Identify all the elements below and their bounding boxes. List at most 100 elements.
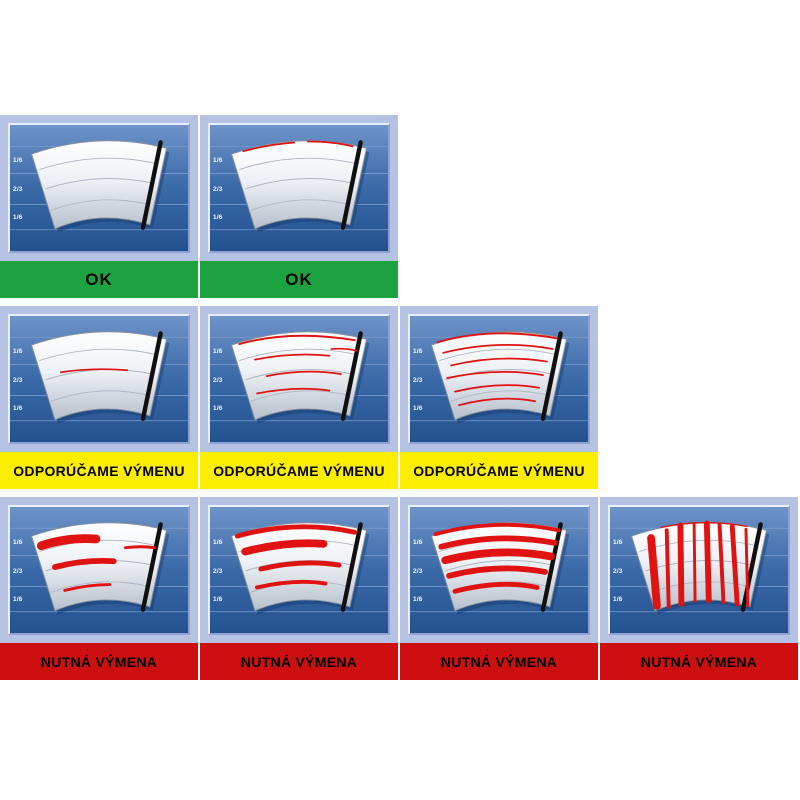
windshield-panel: 1/6 2/3 1/6: [408, 314, 590, 444]
fraction-label: 1/6: [213, 539, 223, 546]
wiper-blade: [540, 331, 563, 421]
status-label-required: NUTNÁ VÝMENA: [0, 643, 198, 680]
status-label-text: ODPORÚČAME VÝMENU: [213, 462, 385, 479]
windshield-svg: 1/62/31/6: [10, 507, 188, 633]
wear-streak: [256, 387, 331, 395]
wipe-trace-arc: [245, 369, 353, 381]
wear-streak: [664, 528, 671, 609]
wear-streak: [446, 565, 548, 579]
fraction-label: 1/6: [13, 348, 23, 355]
fraction-label: 1/6: [13, 157, 23, 164]
wear-streak: [238, 334, 356, 346]
row-required: 1/6 2/3 1/6 NUTNÁ VÝMENA 1/6 2/3 1/6 NUTNÁ V…: [0, 497, 800, 680]
fraction-label: 2/3: [213, 186, 223, 193]
windshield-svg: 1/6 2/3 1/6: [410, 316, 588, 442]
wear-streak: [454, 384, 540, 393]
fraction-label: 1/6: [213, 596, 223, 603]
status-label-text: NUTNÁ VÝMENA: [440, 653, 558, 670]
wear-streak: [36, 534, 101, 551]
wear-streak: [254, 353, 331, 361]
wiper-blade: [140, 140, 163, 230]
fraction-label: 2/3: [613, 568, 623, 575]
wiper-required-4: 1/6 2/3 1/6 NUTNÁ VÝMENA: [600, 497, 798, 680]
status-label-recommend: ODPORÚČAME VÝMENU: [0, 452, 198, 489]
wiper-blade: [740, 522, 763, 612]
status-label-text: OK: [285, 269, 313, 289]
status-label-recommend: ODPORÚČAME VÝMENU: [400, 452, 598, 489]
status-label-text: NUTNÁ VÝMENA: [240, 653, 358, 670]
wear-streak: [63, 583, 112, 592]
wear-streak: [258, 560, 342, 572]
fraction-label: 2/3: [413, 377, 423, 384]
fraction-label: 1/6: [613, 539, 623, 546]
windshield-panel: 1/6 2/3 1/6: [608, 505, 790, 635]
fraction-label: 1/6: [413, 405, 423, 412]
wear-streak: [436, 332, 558, 344]
wear-streak: [306, 140, 354, 148]
wear-streak: [265, 370, 342, 377]
wipe-trace-arc: [50, 390, 149, 402]
wear-streak: [703, 520, 712, 603]
status-label-ok: OK: [200, 261, 398, 298]
windshield-svg: 1/6 2/3 1/6: [210, 507, 388, 633]
wear-streak: [660, 522, 748, 529]
fraction-label: 1/6: [13, 539, 23, 546]
status-label-required: NUTNÁ VÝMENA: [400, 643, 598, 680]
wiper-blade: [140, 522, 163, 612]
windshield-svg: 1/6 2/3 1/6: [610, 507, 788, 633]
status-label-text: ODPORÚČAME VÝMENU: [413, 462, 585, 479]
wipe-trace-arc: [650, 581, 749, 593]
wipe-trace-arc: [239, 157, 357, 171]
fraction-label: 1/6: [413, 348, 423, 355]
fraction-label: 2/3: [13, 377, 23, 384]
wear-streak: [123, 545, 157, 550]
windshield-svg: 1/62/31/6: [210, 125, 388, 251]
wear-streak: [242, 141, 295, 153]
fraction-label: 2/3: [13, 568, 23, 575]
wipe-trace-arc: [50, 581, 149, 593]
status-label-text: NUTNÁ VÝMENA: [40, 653, 158, 670]
fraction-label: 1/6: [13, 405, 23, 412]
wiper-blade: [340, 522, 363, 612]
fraction-label: 2/3: [213, 377, 223, 384]
wipe-trace-arc: [39, 157, 157, 171]
wiper-recommend-1: 1/6 2/3 1/6 ODPORÚČAME VÝMENU: [0, 306, 198, 489]
windshield-svg: 1/62/31/6: [10, 125, 188, 251]
fraction-label: 2/3: [13, 186, 23, 193]
status-label-required: NUTNÁ VÝMENA: [600, 643, 798, 680]
wear-streak: [729, 523, 740, 607]
fraction-label: 1/6: [213, 157, 223, 164]
wear-streak: [452, 581, 540, 594]
windshield-panel: 1/6 2/3 1/6: [208, 505, 390, 635]
wiper-recommend-3: 1/6 2/3 1/6 ODPORÚČAME VÝMENU: [400, 306, 598, 489]
wipe-trace-arc: [39, 348, 157, 362]
wear-streak: [446, 370, 544, 379]
windshield-svg: 1/62/31/6: [410, 507, 588, 633]
fraction-label: 1/6: [613, 596, 623, 603]
wipe-trace-arc: [239, 348, 357, 362]
fraction-label: 2/3: [213, 568, 223, 575]
wipe-trace-arc: [245, 178, 353, 190]
fraction-label: 1/6: [413, 596, 423, 603]
wear-streak: [59, 368, 129, 374]
wear-streak: [433, 522, 561, 537]
status-label-required: NUTNÁ VÝMENA: [200, 643, 398, 680]
fraction-label: 1/6: [213, 405, 223, 412]
wear-streak: [241, 539, 328, 556]
windshield-panel: 1/6 2/3 1/6: [8, 314, 190, 444]
wear-streak: [52, 558, 117, 570]
wipe-trace-arc: [445, 560, 553, 572]
wear-streak: [677, 522, 685, 607]
wear-streak: [442, 344, 554, 354]
fraction-label: 2/3: [413, 568, 423, 575]
status-label-text: ODPORÚČAME VÝMENU: [13, 462, 185, 479]
